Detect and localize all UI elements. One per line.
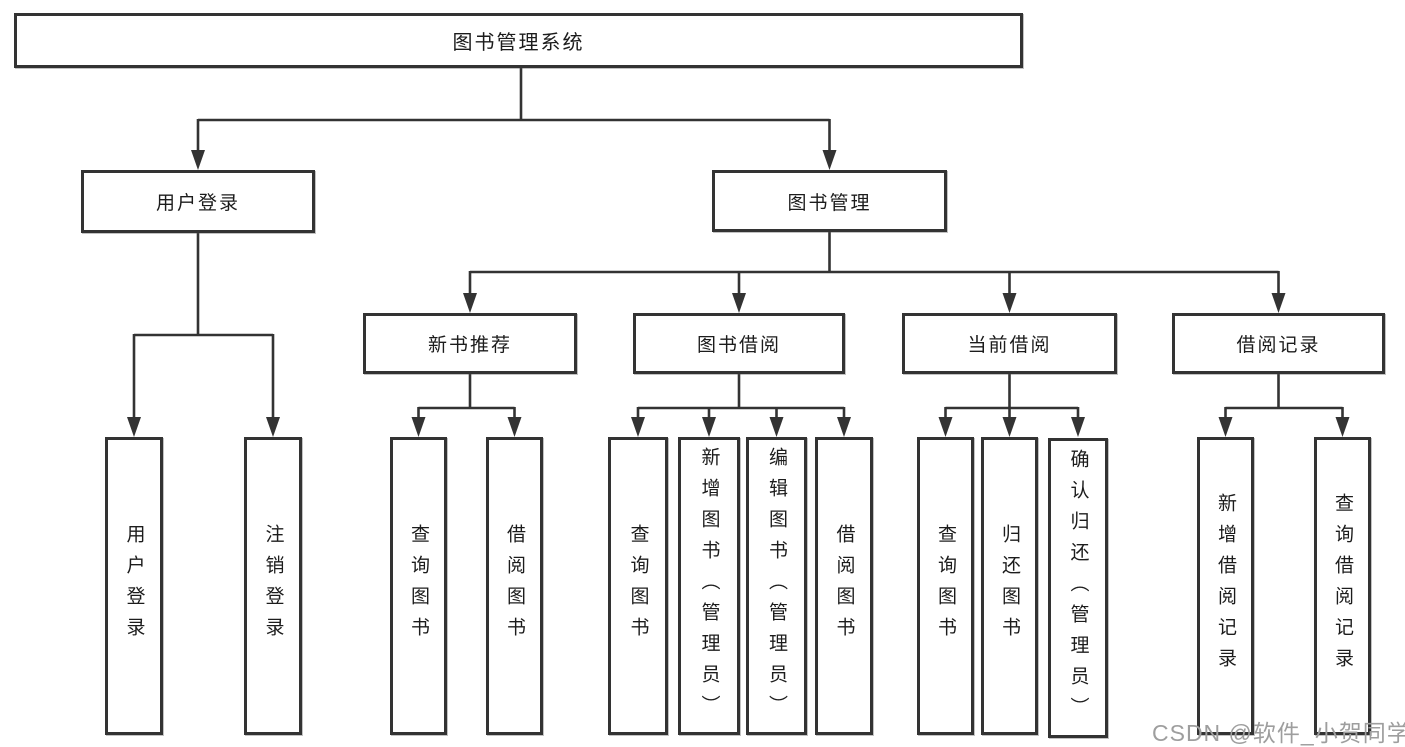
- csdn-watermark: CSDN @软件_小贺同学: [1152, 720, 1405, 746]
- node-book-borrow: 图书借阅: [633, 313, 845, 374]
- node-root-system: 图书管理系统: [14, 13, 1023, 68]
- node-label: 当前借阅: [967, 335, 1052, 356]
- node-label: 编辑图书（管理员）: [766, 446, 787, 726]
- node-label: 查询图书: [408, 524, 429, 648]
- leaf-borrow-books-newbook: 借阅图书: [486, 437, 543, 735]
- node-label: 借阅图书: [504, 524, 525, 648]
- node-borrow-records: 借阅记录: [1172, 313, 1385, 374]
- leaf-user-login: 用户登录: [105, 437, 163, 735]
- node-label: 新增图书（管理员）: [698, 446, 720, 726]
- leaf-query-borrow-record: 查询借阅记录: [1314, 437, 1371, 735]
- node-label: 查询借阅记录: [1332, 493, 1353, 679]
- node-book-management: 图书管理: [712, 170, 947, 232]
- node-label: 新增借阅记录: [1215, 493, 1236, 679]
- node-label: 图书管理: [787, 192, 872, 214]
- node-current-borrow: 当前借阅: [902, 313, 1117, 374]
- node-label: 查询图书: [627, 524, 649, 648]
- leaf-edit-books-admin: 编辑图书（管理员）: [746, 437, 807, 735]
- node-label: 用户登录: [155, 193, 240, 214]
- leaf-add-borrow-record: 新增借阅记录: [1197, 437, 1254, 735]
- node-label: 注销登录: [262, 524, 284, 648]
- leaf-logout: 注销登录: [244, 437, 302, 735]
- leaf-add-books-admin: 新增图书（管理员）: [678, 437, 740, 735]
- node-label: 借阅记录: [1236, 335, 1321, 356]
- node-user-login: 用户登录: [81, 170, 315, 233]
- node-label: 用户登录: [123, 524, 145, 648]
- node-label: 查询图书: [935, 524, 956, 648]
- node-new-book-recommend: 新书推荐: [363, 313, 577, 374]
- node-label: 新书推荐: [427, 335, 512, 356]
- node-label: 图书管理系统: [452, 32, 585, 54]
- leaf-query-books-current: 查询图书: [917, 437, 974, 735]
- leaf-borrow-books-borrow: 借阅图书: [815, 437, 873, 735]
- leaf-return-books: 归还图书: [981, 437, 1038, 735]
- node-label: 借阅图书: [833, 524, 855, 648]
- node-label: 图书借阅: [696, 335, 781, 356]
- leaf-query-books-newbook: 查询图书: [390, 437, 447, 735]
- node-label: 归还图书: [999, 524, 1020, 648]
- leaf-confirm-return-admin: 确认归还（管理员）: [1048, 438, 1108, 738]
- leaf-query-books-borrow: 查询图书: [608, 437, 668, 735]
- node-label: 确认归还（管理员）: [1067, 448, 1089, 728]
